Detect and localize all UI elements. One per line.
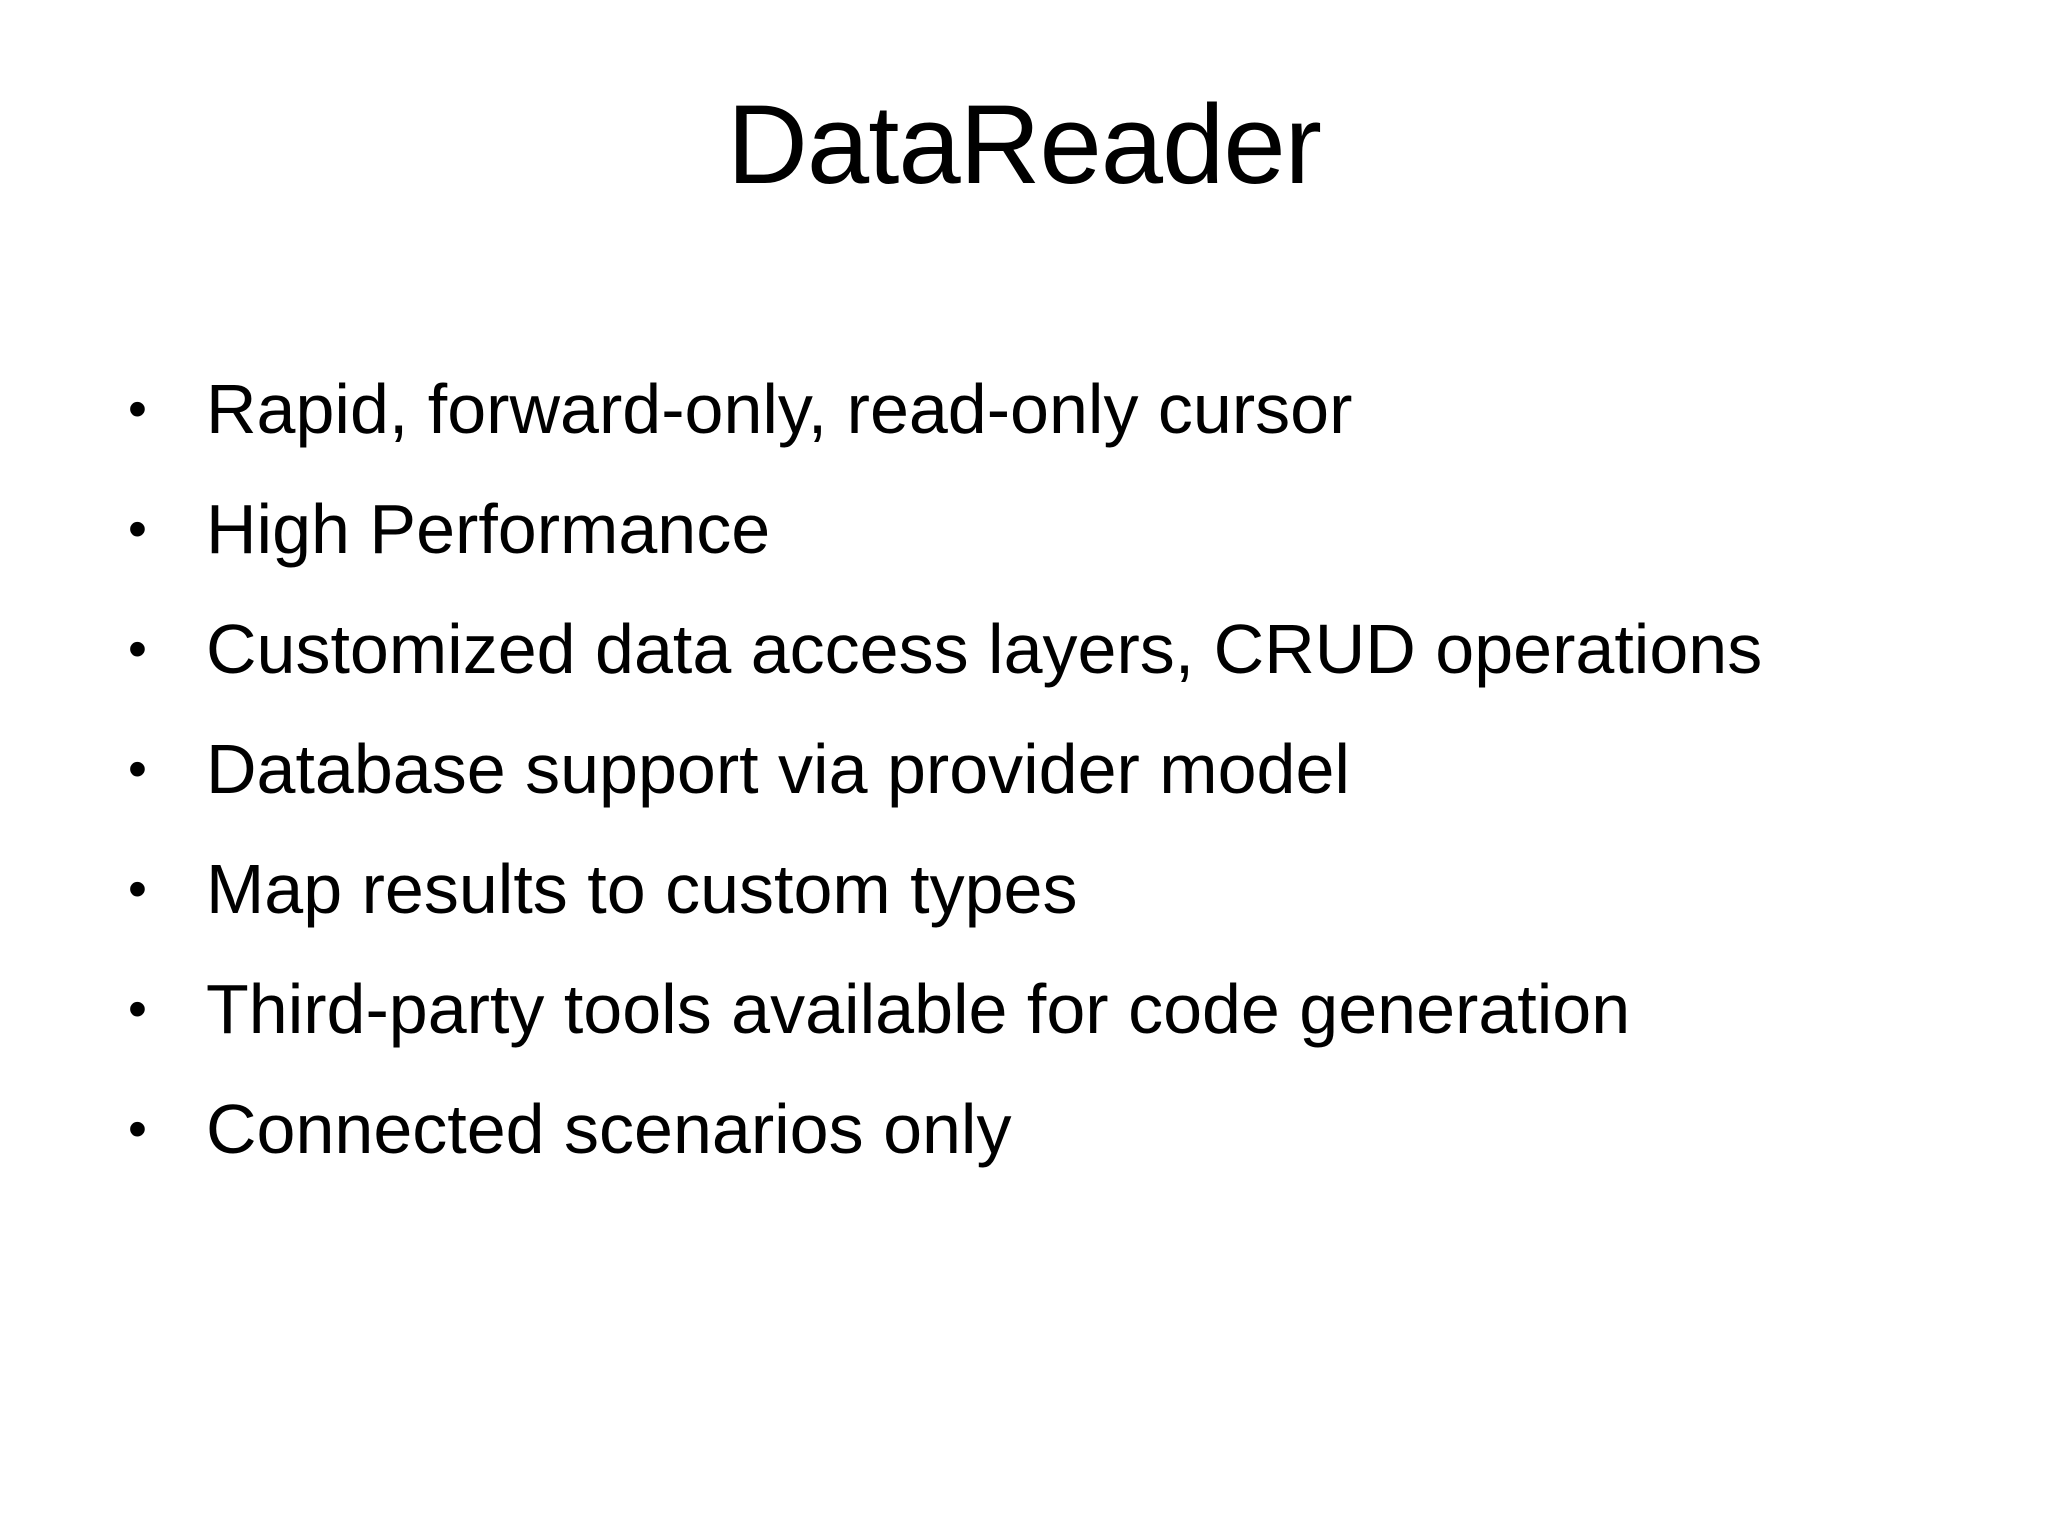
bullet-item: • Map results to custom types — [128, 842, 1968, 937]
bullet-icon: • — [128, 499, 147, 559]
bullet-text: Customized data access layers, CRUD oper… — [206, 610, 1763, 688]
bullet-icon: • — [128, 979, 147, 1039]
bullet-icon: • — [128, 739, 147, 799]
bullet-item: • Third-party tools available for code g… — [128, 962, 1968, 1057]
bullet-icon: • — [128, 859, 147, 919]
bullet-text: Rapid, forward-only, read-only cursor — [206, 370, 1353, 448]
bullet-list: • Rapid, forward-only, read-only cursor … — [128, 362, 1968, 1202]
bullet-item: • Customized data access layers, CRUD op… — [128, 602, 1968, 697]
bullet-item: • Database support via provider model — [128, 722, 1968, 817]
bullet-text: Map results to custom types — [206, 850, 1078, 928]
bullet-icon: • — [128, 379, 147, 439]
bullet-item: • High Performance — [128, 482, 1968, 577]
bullet-icon: • — [128, 1099, 147, 1159]
bullet-text: Database support via provider model — [206, 730, 1350, 808]
bullet-item: • Connected scenarios only — [128, 1082, 1968, 1177]
bullet-item: • Rapid, forward-only, read-only cursor — [128, 362, 1968, 457]
bullet-text: Third-party tools available for code gen… — [206, 970, 1631, 1048]
bullet-icon: • — [128, 619, 147, 679]
bullet-text: Connected scenarios only — [206, 1090, 1012, 1168]
bullet-text: High Performance — [206, 490, 771, 568]
slide-title: DataReader — [727, 82, 1322, 207]
